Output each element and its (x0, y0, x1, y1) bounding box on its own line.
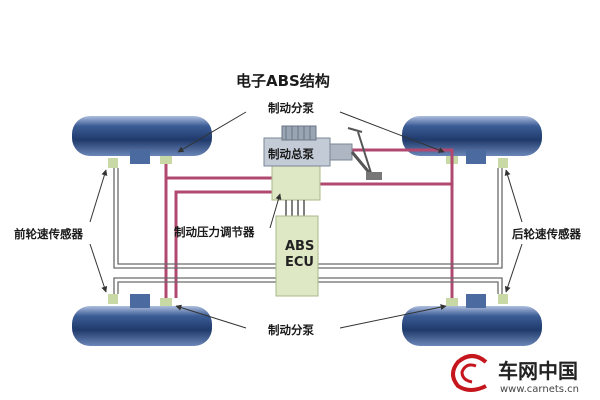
caliper-rear-left (108, 294, 172, 308)
wheel-rear-right (402, 306, 542, 346)
caliper-front-left (108, 150, 172, 168)
abs-ecu-block (275, 215, 319, 297)
label-pressure-regulator: 制动压力调节器 (174, 225, 255, 239)
wheel-front-right (402, 116, 542, 156)
brand-name: 车网中国 (498, 359, 578, 383)
wheel-front-left (72, 116, 212, 156)
master-cylinder (263, 125, 382, 180)
label-rear-sensor: 后轮速传感器 (512, 227, 581, 241)
label-master-cylinder: 制动总泵 (268, 147, 314, 161)
wheel-rear-left (72, 306, 212, 346)
label-ecu-line2: ECU (285, 255, 314, 270)
label-brake-pump-top: 制动分泵 (268, 101, 314, 115)
pointer-arrows (89, 111, 523, 329)
cn-logo-icon (451, 354, 488, 392)
sensor-wires (113, 168, 503, 294)
diagram-title: 电子ABS结构 (236, 72, 330, 90)
pressure-regulator-block (271, 165, 321, 216)
label-brake-pump-bottom: 制动分泵 (268, 323, 314, 337)
caliper-rear-right (446, 294, 508, 308)
label-ecu-line1: ABS (285, 239, 314, 254)
brand-url: www.carnets.cn (500, 384, 579, 395)
label-front-sensor: 前轮速传感器 (14, 227, 83, 241)
